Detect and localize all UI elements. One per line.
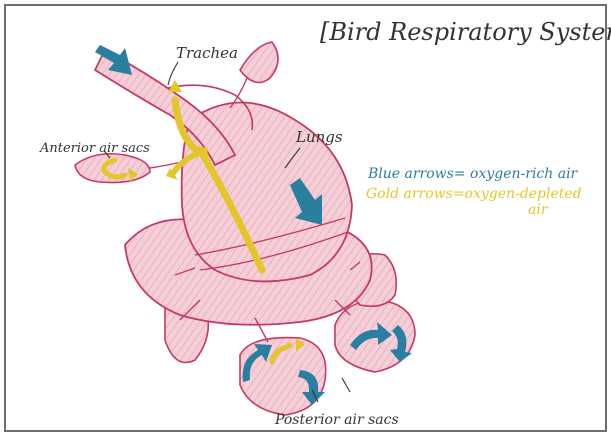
upper-air-sac [240, 42, 278, 83]
legend-gold-air: air [528, 202, 549, 218]
posterior-leader-2 [342, 378, 350, 392]
anterior-air-sacs-label: Anterior air sacs [39, 141, 150, 156]
legend-blue: Blue arrows= oxygen-rich air [367, 166, 579, 182]
posterior-air-sacs-label: Posterior air sacs [274, 412, 399, 428]
trachea-leader [168, 62, 178, 85]
legend: Blue arrows= oxygen-rich air Gold arrows… [366, 166, 582, 218]
trachea-label: Trachea [176, 44, 238, 62]
legend-gold: Gold arrows=oxygen-depleted [366, 186, 582, 202]
lungs-label: Lungs [295, 128, 343, 146]
diagram-title: [Bird Respiratory System] [320, 18, 611, 46]
